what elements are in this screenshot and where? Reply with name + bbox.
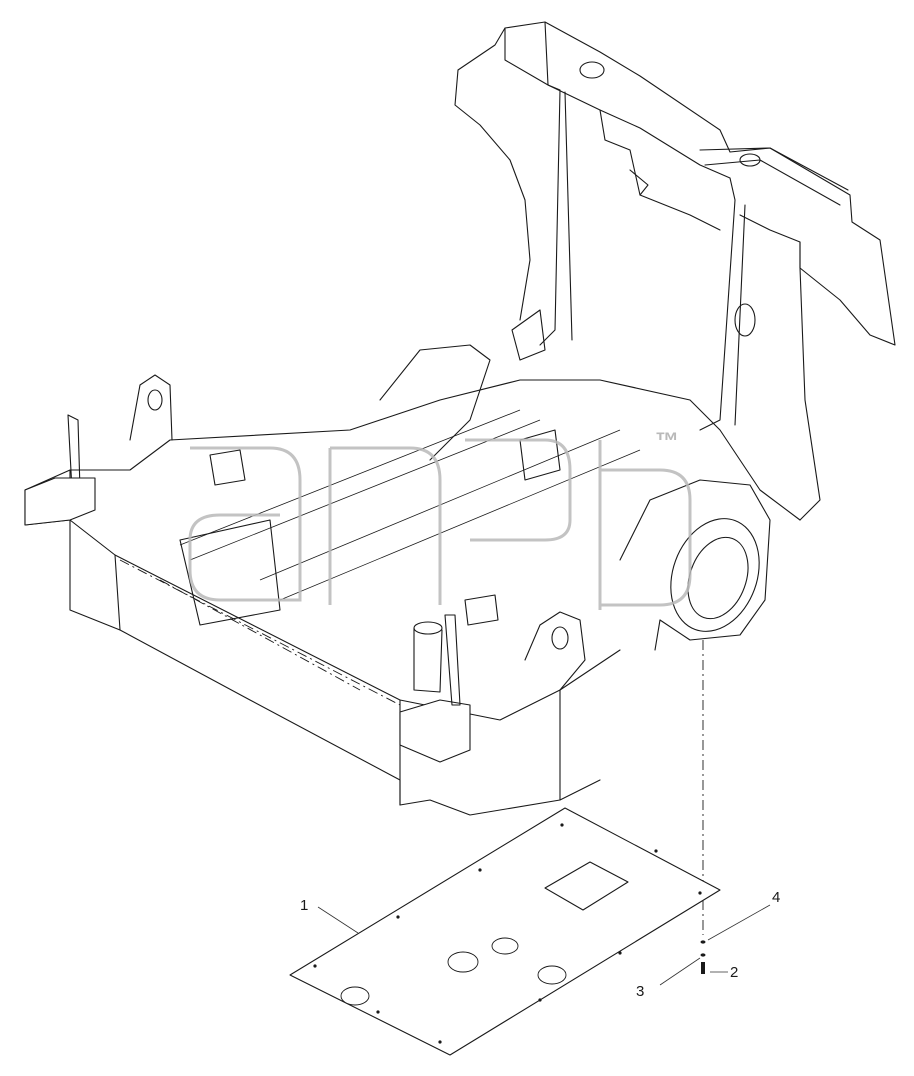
callout-2: 2 [730, 964, 739, 981]
axle-housing [619, 479, 771, 651]
leader-lines [317, 904, 771, 986]
callout-3: 3 [636, 983, 645, 1000]
left-lug-and-post [24, 374, 173, 526]
fastener-stack [700, 940, 706, 974]
center-crossmember [179, 344, 561, 626]
watermark-logo [188, 438, 692, 610]
callout-1: 1 [300, 897, 309, 914]
bottom-cover-plate [289, 807, 721, 1056]
rear-frame-tower [454, 21, 896, 521]
watermark-trademark: ™ [655, 428, 679, 455]
right-lug-and-post [399, 611, 586, 763]
callout-4: 4 [772, 889, 781, 906]
